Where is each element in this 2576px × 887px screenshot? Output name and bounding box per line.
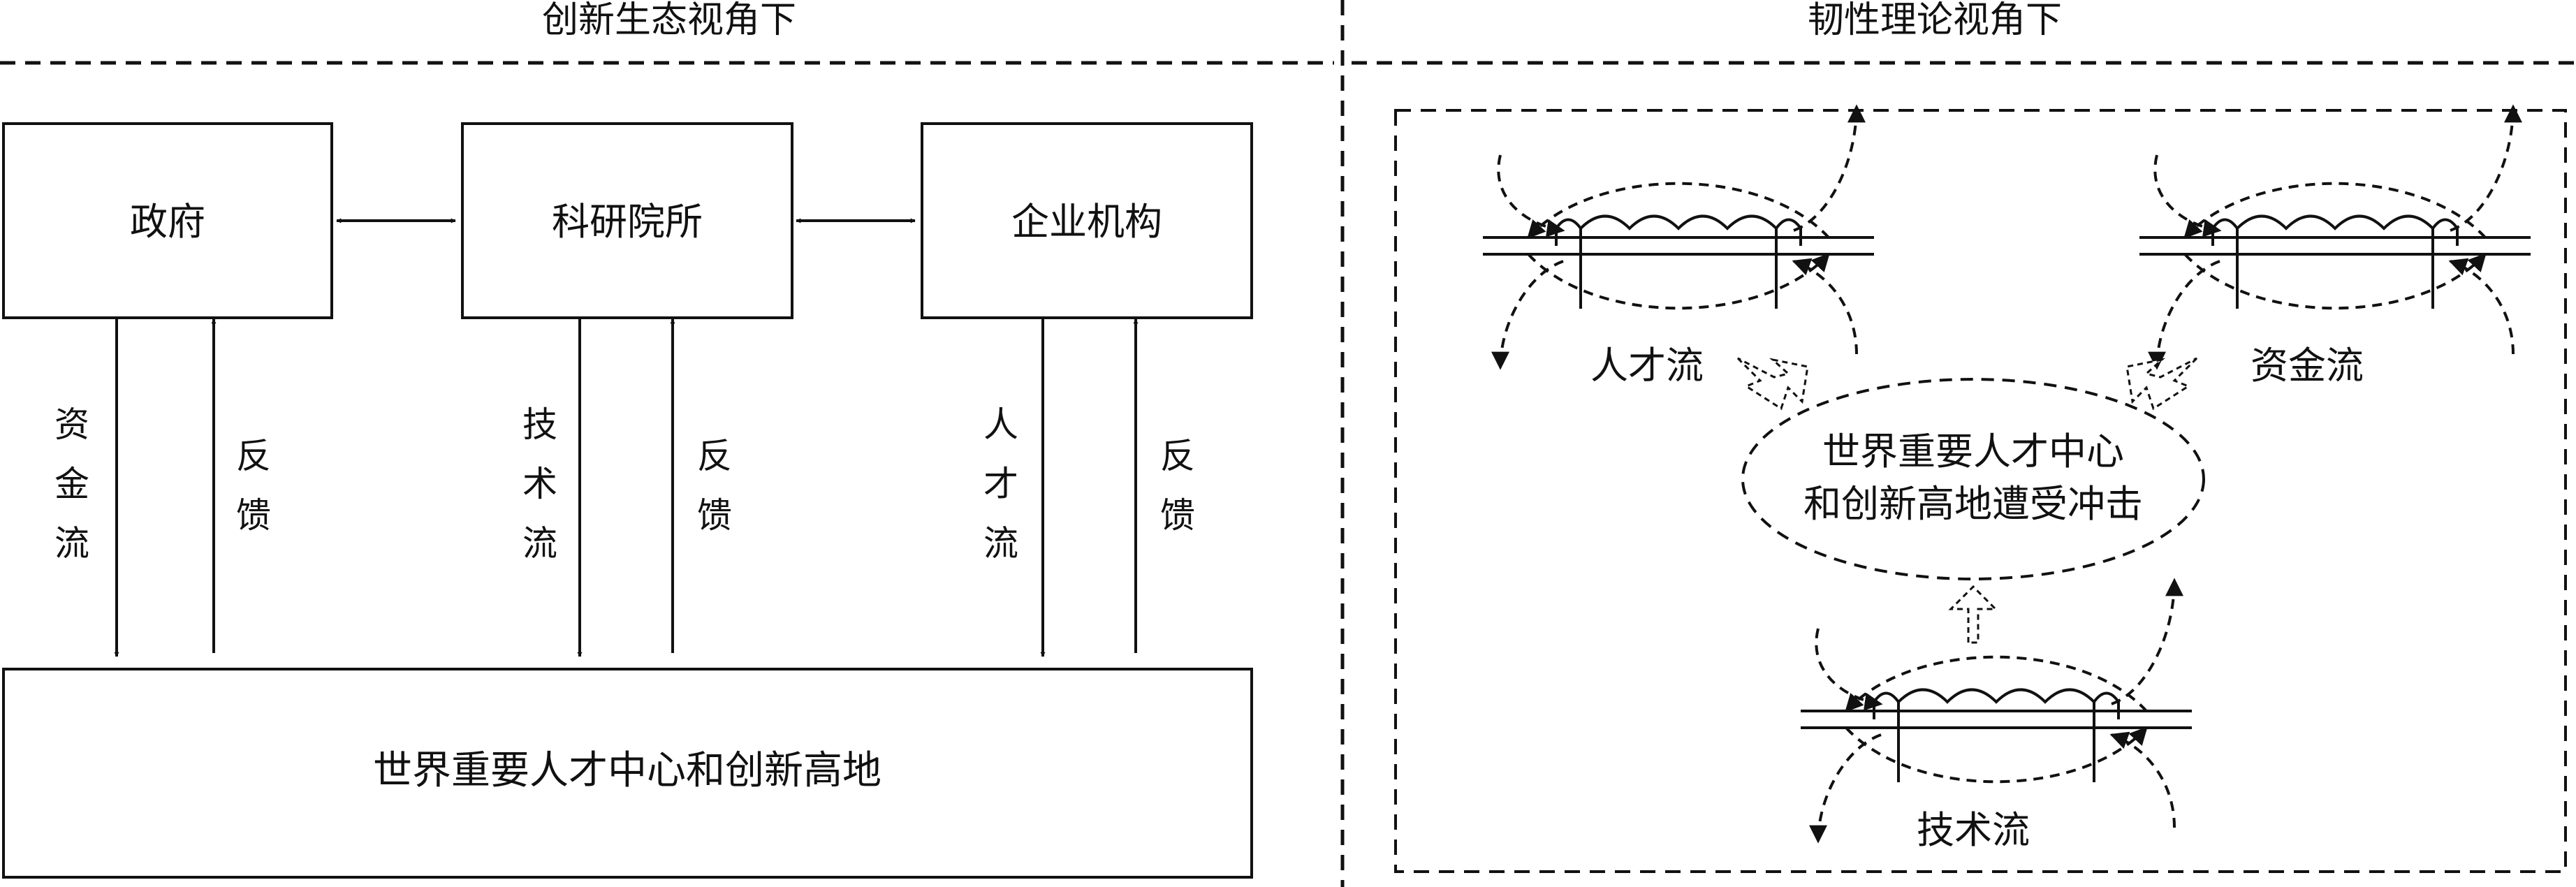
technology-flow-label-2: 术 bbox=[522, 464, 557, 504]
talent-flow-label-1: 人 bbox=[983, 404, 1018, 445]
talent-flow-label-3: 流 bbox=[983, 523, 1018, 564]
innovation-center-label: 世界重要人才中心和创新高地 bbox=[373, 748, 881, 793]
capital-flow-label-2: 金 bbox=[54, 464, 89, 504]
capital-flow-label-1: 资 bbox=[54, 404, 89, 445]
research-label: 科研院所 bbox=[552, 200, 703, 244]
enterprise-label: 企业机构 bbox=[1011, 200, 1162, 244]
technology-flow-label-1: 技 bbox=[522, 404, 557, 445]
talent-flow-label-2: 才 bbox=[983, 464, 1018, 504]
feedback-label-1-a: 反 bbox=[236, 436, 271, 476]
spring-talent bbox=[1483, 106, 1874, 368]
feedback-label-3-b: 馈 bbox=[1160, 495, 1195, 536]
innovation-center-box bbox=[2, 668, 1253, 879]
technology-flow-label-3: 流 bbox=[522, 523, 557, 564]
feedback-label-1-b: 馈 bbox=[236, 495, 271, 536]
hollow-arrow-talent bbox=[1736, 357, 1809, 411]
talent-flow-resilience-label: 人才流 bbox=[1590, 344, 1704, 388]
capital-flow-resilience-label: 资金流 bbox=[2251, 344, 2364, 388]
feedback-label-3-a: 反 bbox=[1160, 436, 1195, 476]
feedback-label-2-b: 馈 bbox=[697, 495, 732, 536]
hollow-arrow-capital bbox=[2125, 357, 2198, 411]
shock-ellipse bbox=[1741, 378, 2205, 580]
hollow-arrow-technology bbox=[1948, 585, 1998, 644]
spring-capital bbox=[2139, 106, 2531, 368]
left-panel-header: 创新生态视角下 bbox=[542, 0, 796, 41]
feedback-label-2-a: 反 bbox=[697, 436, 732, 476]
enterprise-box bbox=[921, 122, 1253, 319]
government-box bbox=[2, 122, 333, 319]
technology-flow-resilience-label: 技术流 bbox=[1917, 808, 2030, 852]
shock-ellipse-line1: 世界重要人才中心 bbox=[1822, 430, 2124, 474]
capital-flow-label-3: 流 bbox=[54, 523, 89, 564]
government-label: 政府 bbox=[130, 200, 205, 244]
shock-ellipse-line2: 和创新高地遭受冲击 bbox=[1803, 482, 2143, 526]
right-panel-header: 韧性理论视角下 bbox=[1808, 0, 2062, 41]
research-box bbox=[461, 122, 793, 319]
resilience-frame bbox=[1394, 109, 2567, 873]
spring-technology bbox=[1801, 580, 2192, 842]
